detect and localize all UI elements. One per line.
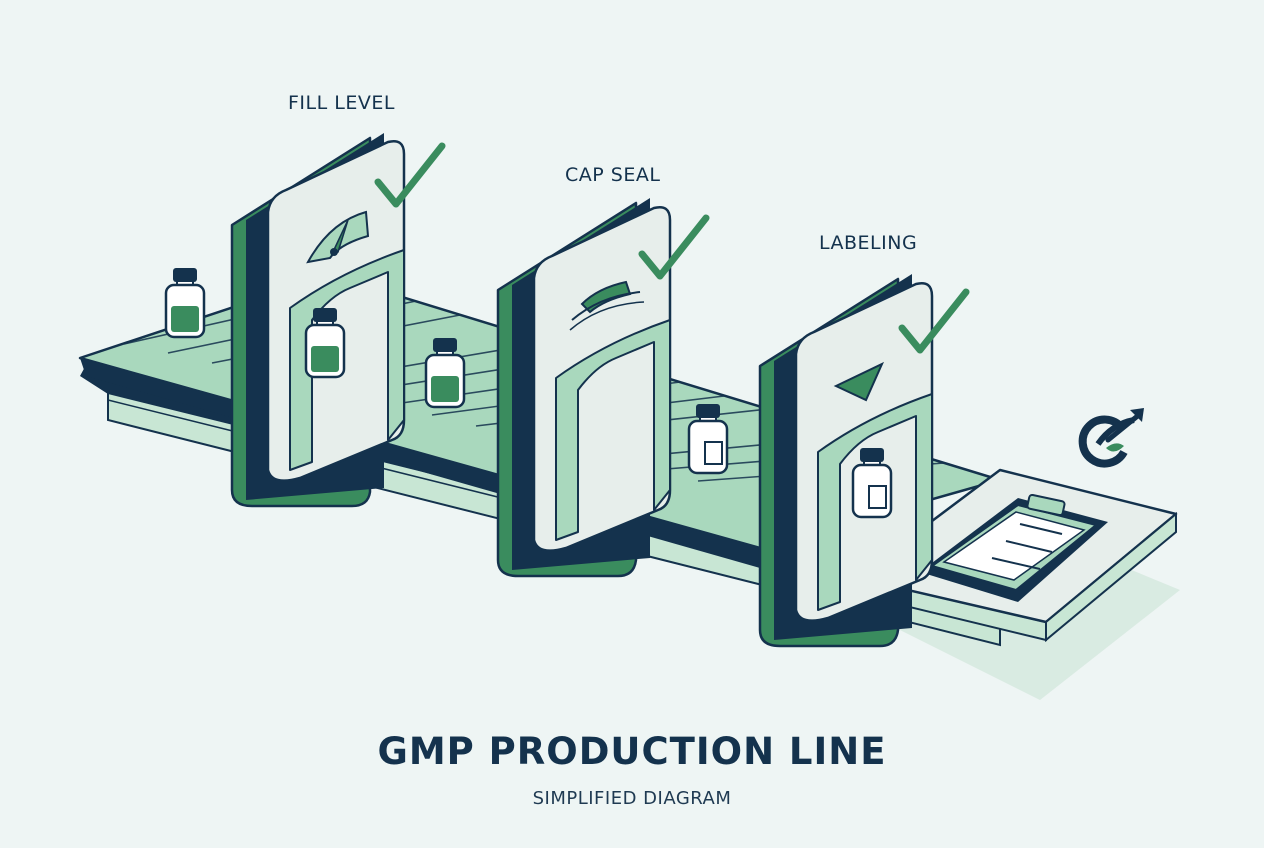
diagram-subtitle: SIMPLIFIED DIAGRAM bbox=[532, 788, 732, 809]
station-label-labeling: LABELING bbox=[819, 232, 918, 254]
checkmark-icon bbox=[898, 288, 970, 354]
checkmark-icon bbox=[374, 142, 446, 208]
checkmark-icon bbox=[638, 214, 710, 280]
vial-filled bbox=[164, 266, 206, 339]
station-label-fill-level: FILL LEVEL bbox=[288, 92, 395, 114]
diagram-title: GMP PRODUCTION LINE bbox=[377, 730, 887, 773]
label-tag-icon bbox=[833, 361, 885, 402]
growth-arrow-logo-icon bbox=[1078, 408, 1144, 468]
clipboard-checklist-icon bbox=[771, 493, 1108, 602]
seal-icon bbox=[569, 280, 645, 331]
station-label-cap-seal: CAP SEAL bbox=[565, 164, 661, 186]
gauge-icon bbox=[306, 210, 370, 264]
